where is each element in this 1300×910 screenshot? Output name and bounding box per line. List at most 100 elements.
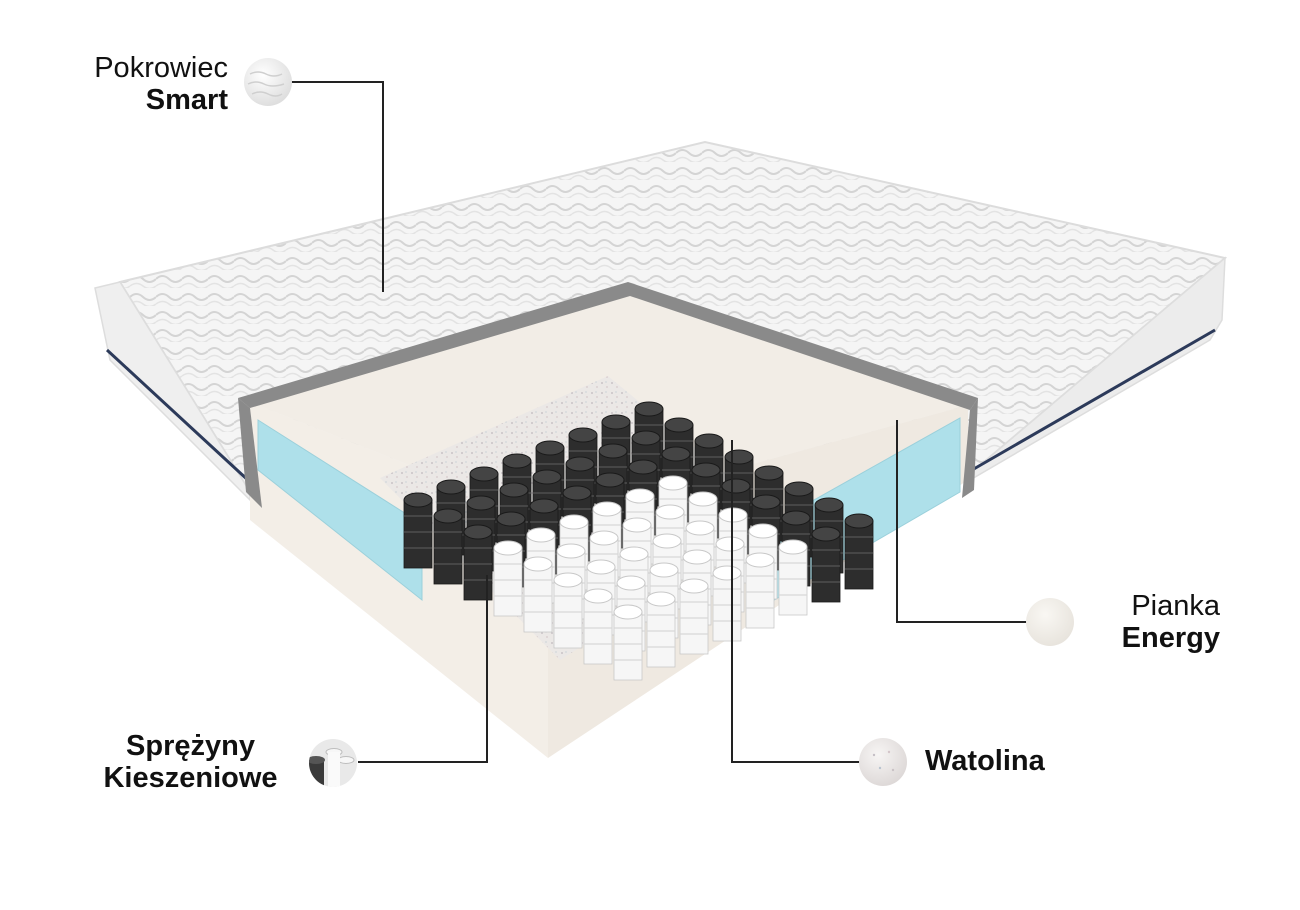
spring-body [493, 547, 523, 617]
side-foam-left [257, 419, 423, 602]
spring-top [682, 549, 712, 565]
spring-top [568, 427, 598, 443]
foam-swatch-icon [1026, 598, 1074, 646]
spring-top [502, 453, 532, 469]
piping-left [105, 348, 252, 484]
spring-top [595, 472, 625, 488]
foam-label-line1: Pianka [1131, 590, 1220, 622]
batting-label: Watolina [925, 745, 1095, 777]
spring-top [613, 604, 643, 620]
spring-top [745, 552, 775, 568]
piping-right [971, 328, 1216, 472]
spring-top [616, 575, 646, 591]
springs-label-line1: Sprężyny [126, 730, 255, 762]
spring-top [562, 485, 592, 501]
spring-top [811, 526, 841, 542]
spring-body [403, 499, 433, 569]
cover-label-line2: Smart [145, 84, 228, 116]
cover-swatch-icon [244, 58, 292, 106]
spring-top [469, 466, 499, 482]
spring-top [601, 414, 631, 430]
spring-body [844, 520, 874, 590]
mattress [94, 140, 1228, 758]
leader-line-batting [731, 440, 860, 763]
spring-top [634, 401, 664, 417]
spring-body [745, 559, 775, 629]
spring-top [784, 481, 814, 497]
spring-body [679, 585, 709, 655]
spring-top [661, 446, 691, 462]
pocket-springs [403, 401, 874, 681]
spring-top [535, 440, 565, 456]
foam-label: Pianka Energy [1070, 590, 1220, 654]
spring-body [811, 533, 841, 603]
spring-top [655, 504, 685, 520]
spring-top [658, 475, 688, 491]
foam-label-line2: Energy [1121, 622, 1220, 654]
mattress-right-side [963, 256, 1226, 481]
spring-top [496, 511, 526, 527]
springs-label-line2: Kieszeniowe [103, 762, 278, 794]
spring-body [712, 572, 742, 642]
spring-top [589, 530, 619, 546]
batting-label-line1: Watolina [925, 745, 1045, 777]
cover-label: Pokrowiec Smart [60, 52, 228, 116]
spring-top [493, 540, 523, 556]
spring-top [586, 559, 616, 575]
spring-top [556, 543, 586, 559]
spring-top [751, 494, 781, 510]
spring-top [691, 462, 721, 478]
spring-body [583, 595, 613, 665]
spring-top [565, 456, 595, 472]
spring-top [463, 524, 493, 540]
spring-top [619, 546, 649, 562]
cover-label-line1: Pokrowiec [94, 52, 228, 84]
cover-cut-edge-left [238, 398, 262, 508]
spring-top [529, 498, 559, 514]
spring-top [778, 539, 808, 555]
cover-swatch-texture [247, 71, 285, 97]
spring-top [679, 578, 709, 594]
spring-top [532, 469, 562, 485]
spring-top [814, 497, 844, 513]
spring-top [631, 430, 661, 446]
spring-top [625, 488, 655, 504]
spring-top [403, 492, 433, 508]
spring-body [433, 515, 463, 585]
spring-top [649, 562, 679, 578]
spring-top [721, 478, 751, 494]
leader-line-springs [358, 575, 488, 763]
spring-top [559, 514, 589, 530]
spring-top [598, 443, 628, 459]
spring-top [628, 459, 658, 475]
cover-cut-edge-right [962, 398, 978, 498]
spring-body [778, 546, 808, 616]
leader-line-cover [290, 81, 384, 292]
spring-top [592, 501, 622, 517]
spring-top [583, 588, 613, 604]
spring-top [652, 533, 682, 549]
spring-top [553, 572, 583, 588]
spring-body [523, 563, 553, 633]
spring-body [553, 579, 583, 649]
spring-top [526, 527, 556, 543]
springs-label: Sprężyny Kieszeniowe [88, 730, 293, 794]
spring-top [712, 565, 742, 581]
spring-top [622, 517, 652, 533]
spring-top [694, 433, 724, 449]
spring-top [748, 523, 778, 539]
batting-swatch-texture [872, 750, 895, 772]
spring-top [781, 510, 811, 526]
spring-top [433, 508, 463, 524]
spring-top [685, 520, 715, 536]
leader-lines [290, 81, 1028, 763]
spring-top [724, 449, 754, 465]
spring-top [688, 491, 718, 507]
batting-swatch-icon [859, 738, 907, 786]
spring-top [466, 495, 496, 511]
springs-swatch-icon [309, 739, 357, 787]
spring-top [436, 479, 466, 495]
spring-top [844, 513, 874, 529]
spring-body [613, 611, 643, 681]
